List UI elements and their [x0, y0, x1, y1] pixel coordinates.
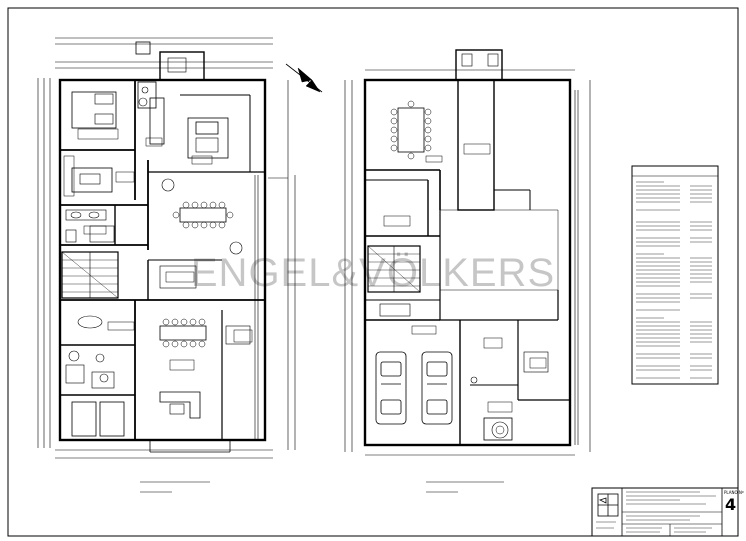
right-floor-plan [344, 49, 591, 493]
area-table [631, 165, 719, 385]
watermark: ENGEL&VÖLKERS [191, 251, 555, 295]
architect-logo-icon [597, 493, 619, 517]
sheet-label: PLANO Nº [724, 490, 744, 495]
north-arrow-icon [285, 63, 323, 93]
sheet-number: 4 [725, 495, 736, 514]
sheet-border [7, 7, 739, 537]
left-floor-plan [37, 37, 296, 493]
car-icon [375, 351, 407, 425]
title-block [591, 487, 739, 537]
car-icon [421, 351, 453, 425]
